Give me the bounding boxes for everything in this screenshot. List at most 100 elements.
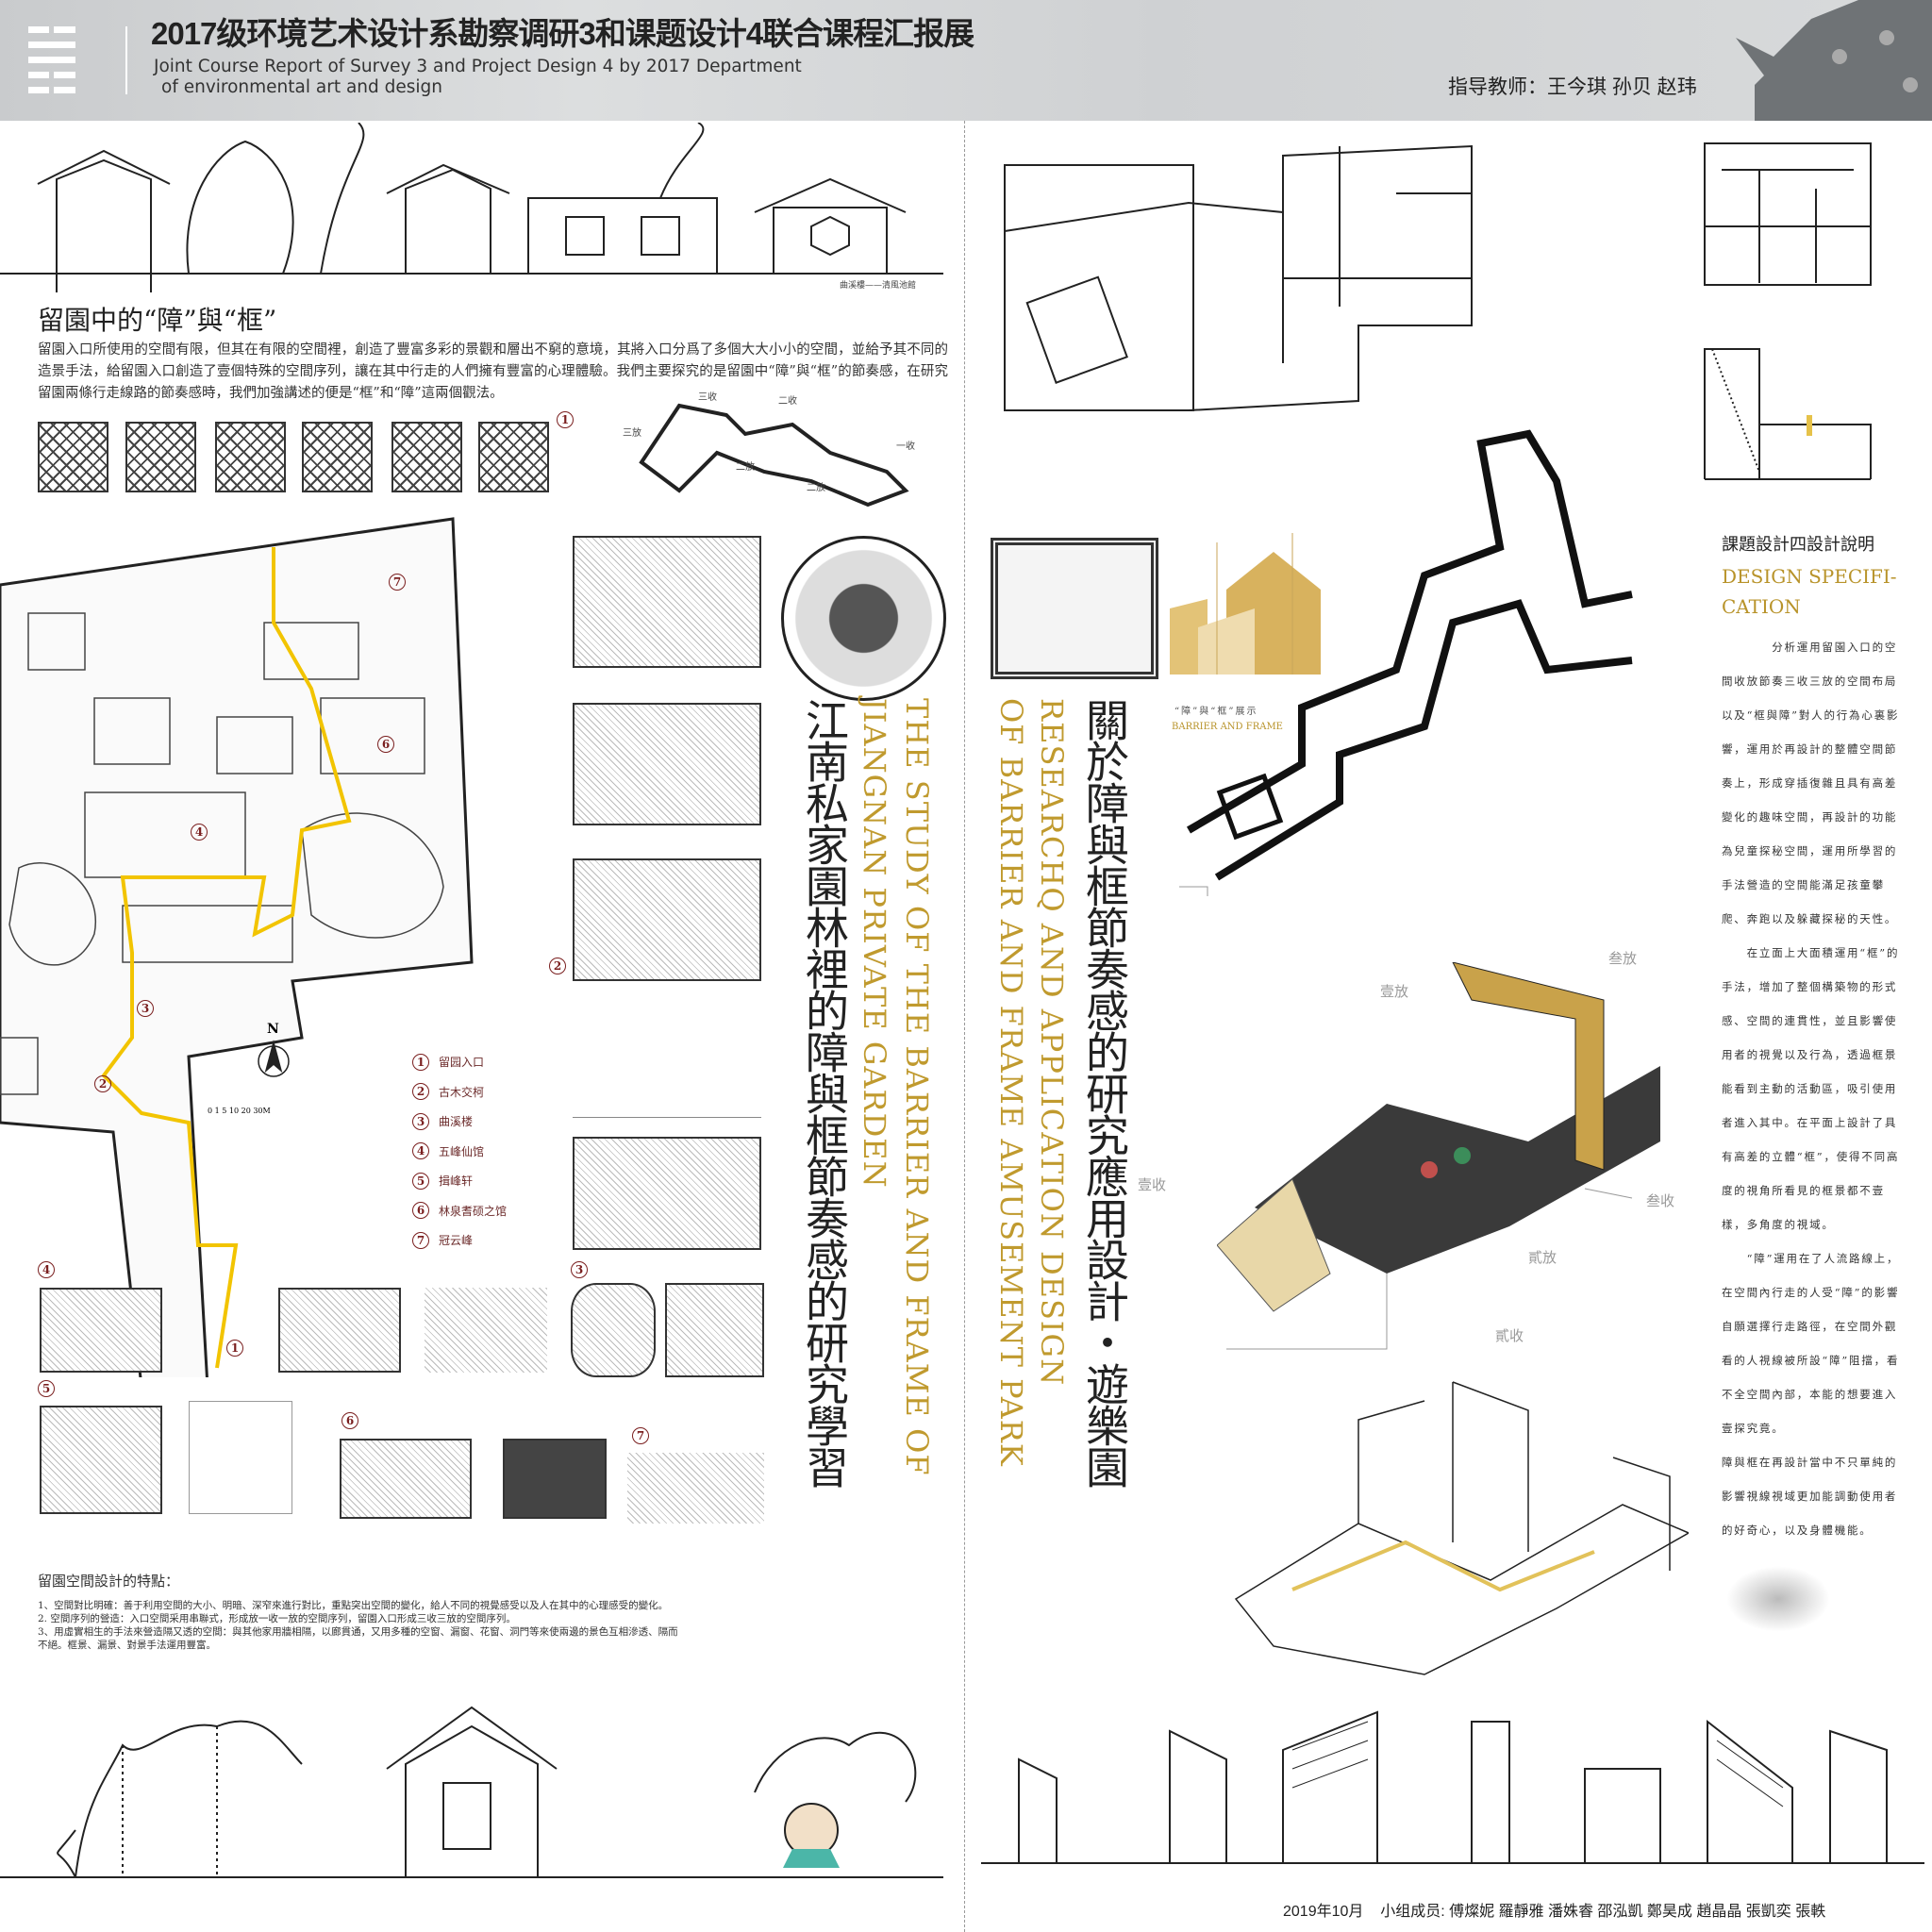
intro-paragraph: 留園入口所使用的空間有限，但其在有限的空間裡，創造了豐富多彩的景觀和層出不窮的意… (38, 342, 948, 401)
showcase-caption-en: BARRIER AND FRAME (1172, 722, 1283, 732)
spec-body: 分析運用留園入口的空間收放節奏三收三放的空間布局以及“框與障”對人的行為心裏影響… (1722, 630, 1901, 1547)
legend-number: 2 (412, 1083, 429, 1101)
map-marker-2: 2 (94, 1075, 111, 1092)
sketch-thumbnail (503, 1439, 607, 1519)
header-banner (0, 0, 1932, 121)
sketch-thumbnail (278, 1288, 401, 1373)
sketch-thumbnail (573, 858, 761, 981)
plan-label: 三收 (698, 391, 717, 403)
plan-label: 三放 (623, 426, 641, 439)
sequence-plan-diagram: 三收 二收 三放 二放 二放 一收 (623, 391, 915, 508)
circular-window-sketch (781, 536, 946, 701)
marker-6: 6 (341, 1412, 358, 1429)
axon-label-open-3: 叁放 (1608, 950, 1638, 967)
garden-elevation-sketch: 曲溪樓——清風池館 (0, 123, 943, 292)
map-marker-7: 7 (389, 574, 406, 591)
marker-4: 4 (38, 1261, 55, 1278)
poster-subtitle: Joint Course Report of Survey 3 and Proj… (154, 57, 946, 98)
footer-credits: 2019年10月 小组成员: 傅燦妮 羅靜雅 潘姝睿 邵泓凱 鄭昊成 趙晶晶 張… (1283, 1898, 1825, 1921)
map-marker-6: 6 (377, 736, 394, 753)
bamboo-frame-sketch (991, 538, 1158, 679)
plan-label: 二放 (736, 460, 755, 473)
legend-item: 5 揖峰轩 (412, 1166, 507, 1196)
spec-paragraph: 障與框在再設計當中不只單純的影響視線視域更加能調動使用者的好奇心，以及身體機能。 (1722, 1456, 1898, 1537)
lattice-window-6 (478, 422, 549, 492)
map-marker-1: 1 (226, 1340, 243, 1357)
sketch-thumbnail (573, 1137, 761, 1250)
sketch-caption: 曲溪樓——清風池館 (840, 279, 916, 291)
legend-number: 5 (412, 1172, 429, 1190)
marker-3: 3 (571, 1261, 588, 1278)
marker-7: 7 (632, 1427, 649, 1444)
plan-label: 二收 (778, 394, 797, 407)
plan-label: 一收 (896, 440, 915, 452)
axon-label-close-2: 貳收 (1495, 1327, 1524, 1344)
feature-item: 1、空間對比明確：善于利用空間的大小、明暗、深窄來進行對比，重點突出空間的變化，… (38, 1600, 669, 1611)
sketch-thumbnail (340, 1439, 472, 1519)
legend-number: 1 (412, 1053, 429, 1071)
north-arrow-label: N (267, 1022, 279, 1037)
subtitle-line-1: Joint Course Report of Survey 3 and Proj… (154, 57, 802, 76)
project-site-plan-black (1179, 429, 1633, 896)
spec-title-en: DESIGN SPECIFI-CATION (1722, 565, 1897, 618)
subtitle-line-2: of environmental art and design (161, 77, 443, 97)
logo-icon (28, 26, 75, 94)
sketch-thumbnail (40, 1406, 162, 1514)
header-divider (125, 26, 127, 94)
legend-item: 6 林泉耆硕之馆 (412, 1196, 507, 1226)
legend-number: 4 (412, 1142, 429, 1160)
legend-label: 林泉耆硕之馆 (439, 1204, 508, 1218)
features-list: 1、空間對比明確：善于利用空間的大小、明暗、深窄來進行對比，重點突出空間的變化，… (38, 1599, 679, 1652)
sketch-thumbnail (40, 1288, 162, 1373)
section-heading: 留園中的“障”與“框” (38, 305, 277, 336)
legend-number: 6 (412, 1202, 429, 1220)
left-title-en-2: JIANGNAN PRIVATE GARDEN (857, 698, 892, 1189)
axon-label-open-1: 壹放 (1380, 983, 1409, 1000)
sketch-thumbnail (573, 1014, 761, 1118)
members-label: 小组成员: (1380, 1904, 1445, 1920)
lattice-window-3 (215, 422, 286, 492)
legend-label: 冠云峰 (439, 1234, 474, 1248)
members-list: 傅燦妮 羅靜雅 潘姝睿 邵泓凱 鄭昊成 趙晶晶 張凱奕 張軼 (1449, 1904, 1826, 1920)
lattice-window-5 (391, 422, 462, 492)
scale-bar: 0 1 5 10 20 30M (208, 1107, 271, 1115)
map-marker-4: 4 (191, 824, 208, 841)
map-marker-3: 3 (137, 1000, 154, 1017)
left-title-en-1: THE STUDY OF THE BARRIER AND FRAME OF (899, 698, 935, 1476)
teachers-credit: 指导教师：王今琪 孙贝 赵玮 (1448, 76, 1697, 98)
right-title-cn: 關於障與框節奏感的研究應用設計・遊樂園 (1079, 698, 1130, 1487)
child-figure-icon (784, 1803, 839, 1857)
poster-title: 2017级环境艺术设计系勘察调研3和课题设计4联合课程汇报展 (151, 16, 974, 51)
legend-item: 2 古木交柯 (412, 1077, 507, 1108)
axon-label-open-2: 貳放 (1528, 1249, 1557, 1266)
footer-date: 2019年10月 (1283, 1904, 1364, 1920)
features-title: 留園空間設計的特點： (38, 1573, 180, 1590)
left-title-cn: 江南私家園林裡的障與框節奏感的研究學習 (799, 698, 850, 1487)
legend-label: 五峰仙馆 (439, 1144, 485, 1158)
sketch-thumbnail (571, 1283, 656, 1377)
axonometric-model (1217, 962, 1660, 1350)
feature-item: 3、用虛實相生的手法來營造隔又透的空間：與其他家用牆相隔，以廊貫通，又用多種的空… (38, 1626, 678, 1651)
sketch-thumbnail (189, 1401, 292, 1514)
roof-silhouette-icon (1736, 0, 1932, 121)
center-divider (964, 121, 965, 1932)
plan-label: 二放 (807, 481, 825, 493)
legend-label: 留园入口 (439, 1056, 485, 1070)
legend-label: 古木交柯 (439, 1085, 485, 1099)
right-title-en-1: RESEARCHQ AND APPLICATION DESIGN (1034, 698, 1070, 1387)
feature-item: 2. 空間序列的營造：入口空間采用串聯式，形成放一收一放的空間序列，留園入口形成… (38, 1613, 516, 1624)
lattice-window-2 (125, 422, 196, 492)
sketch-thumbnail (665, 1283, 764, 1377)
axon-label-close-1: 壹收 (1138, 1176, 1167, 1193)
sketch-thumbnail (627, 1453, 764, 1524)
section-drawing-2 (1704, 348, 1872, 480)
spec-title-cn: 課題設計四設計說明 (1722, 535, 1874, 555)
marker-5: 5 (38, 1380, 55, 1397)
legend-label: 揖峰轩 (439, 1174, 474, 1189)
axon-label-close-3: 叁收 (1646, 1192, 1675, 1209)
legend-item: 1 留园入口 (412, 1047, 507, 1077)
project-floor-plan (1004, 144, 1473, 411)
showcase-caption: “障”與“框”展示 (1174, 707, 1258, 717)
